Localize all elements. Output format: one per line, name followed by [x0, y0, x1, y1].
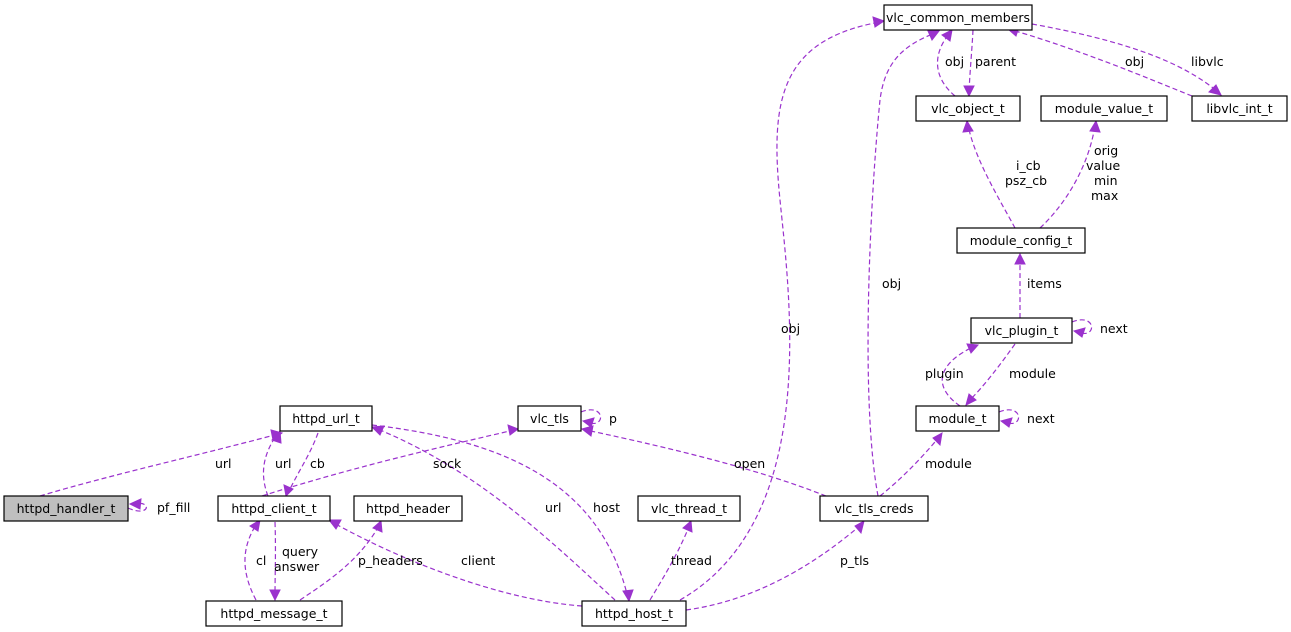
svg-text:libvlc_int_t: libvlc_int_t [1206, 101, 1272, 116]
label-url-host: url [545, 500, 562, 515]
node-vlc-plugin-t[interactable]: vlc_plugin_t [970, 317, 1073, 344]
node-httpd-client-t[interactable]: httpd_client_t [217, 495, 331, 522]
label-next-module: next [1027, 411, 1055, 426]
label-thread: thread [671, 553, 712, 568]
label-obj-host: obj [781, 321, 800, 336]
label-obj-object: obj [945, 54, 964, 69]
label-plugin: plugin [925, 366, 964, 381]
label-client: client [461, 553, 495, 568]
svg-text:httpd_handler_t: httpd_handler_t [17, 501, 116, 516]
label-open: open [734, 456, 765, 471]
edge-config-object [962, 119, 1016, 229]
svg-text:vlc_object_t: vlc_object_t [931, 101, 1005, 116]
label-query: query [282, 544, 319, 559]
node-httpd-host-t[interactable]: httpd_host_t [581, 600, 687, 627]
svg-text:vlc_tls: vlc_tls [530, 411, 569, 426]
node-httpd-url-t[interactable]: httpd_url_t [279, 405, 373, 432]
node-libvlc-int-t[interactable]: libvlc_int_t [1191, 95, 1288, 122]
edge-client-url [262, 429, 282, 497]
svg-text:httpd_url_t: httpd_url_t [292, 411, 360, 426]
label-psz-cb: psz_cb [1005, 173, 1047, 188]
svg-text:httpd_message_t: httpd_message_t [220, 606, 327, 621]
edge-creds-module [879, 432, 943, 497]
svg-text:module_t: module_t [929, 411, 987, 426]
edge-tls-self [580, 409, 602, 428]
node-httpd-header[interactable]: httpd_header [353, 495, 463, 522]
svg-text:vlc_tls_creds: vlc_tls_creds [834, 501, 913, 516]
edge-host-creds [685, 520, 865, 611]
svg-text:module_config_t: module_config_t [970, 233, 1073, 248]
edge-creds-common-obj [867, 30, 941, 497]
edge-object-common-obj [937, 29, 956, 97]
label-libvlc: libvlc [1191, 54, 1224, 69]
svg-text:module_value_t: module_value_t [1055, 101, 1153, 116]
node-module-config-t[interactable]: module_config_t [956, 227, 1086, 254]
edge-common-libvlc [1031, 23, 1222, 96]
label-obj-creds: obj [882, 276, 901, 291]
label-obj-libvlc: obj [1125, 54, 1144, 69]
edge-client-message-query [269, 521, 281, 602]
node-vlc-thread-t[interactable]: vlc_thread_t [637, 495, 741, 522]
node-httpd-handler-t[interactable]: httpd_handler_t [3, 495, 129, 522]
edge-host-client [327, 519, 583, 607]
svg-text:httpd_client_t: httpd_client_t [231, 501, 316, 516]
edge-url-client-cb [283, 432, 319, 498]
edge-creds-tls-open [580, 425, 827, 497]
node-vlc-object-t[interactable]: vlc_object_t [915, 95, 1021, 122]
edge-common-object-parent [963, 29, 975, 98]
label-max: max [1091, 188, 1118, 203]
node-module-value-t[interactable]: module_value_t [1040, 95, 1168, 122]
node-vlc-tls[interactable]: vlc_tls [517, 405, 582, 432]
label-module-plugin: module [1009, 366, 1056, 381]
edge-libvlc-common-obj [1006, 26, 1193, 97]
label-p: p [609, 411, 617, 426]
node-vlc-tls-creds[interactable]: vlc_tls_creds [819, 495, 929, 522]
label-parent: parent [975, 54, 1016, 69]
edge-client-tls-sock [261, 424, 520, 497]
svg-text:vlc_plugin_t: vlc_plugin_t [985, 323, 1059, 338]
label-module-creds: module [925, 456, 972, 471]
edge-plugin-module [965, 343, 1016, 406]
label-p-headers: p_headers [358, 553, 423, 568]
label-next-plugin: next [1100, 321, 1128, 336]
label-host: host [593, 500, 620, 515]
node-module-t[interactable]: module_t [915, 405, 1000, 432]
label-url-handler: url [215, 456, 232, 471]
edge-host-url [370, 425, 616, 601]
label-cl: cl [256, 553, 266, 568]
edge-handler-url [39, 429, 284, 497]
label-value: value [1086, 158, 1120, 173]
edge-handler-pf-fill [127, 498, 147, 512]
edge-module-self [998, 409, 1020, 428]
label-i-cb: i_cb [1016, 158, 1041, 173]
label-pf-fill: pf_fill [157, 500, 190, 515]
edge-host-common-obj [679, 16, 886, 601]
label-items: items [1027, 276, 1062, 291]
label-answer: answer [274, 559, 320, 574]
svg-text:httpd_header: httpd_header [366, 501, 451, 516]
edge-module-plugin [941, 343, 980, 407]
edge-plugin-self [1071, 319, 1093, 338]
edge-message-client-cl [244, 519, 261, 601]
node-vlc-common-members[interactable]: vlc_common_members [883, 4, 1033, 31]
label-sock: sock [433, 456, 462, 471]
node-httpd-message-t[interactable]: httpd_message_t [205, 600, 343, 627]
label-orig: orig [1094, 143, 1118, 158]
svg-text:vlc_thread_t: vlc_thread_t [651, 501, 727, 516]
edge-host-thread [649, 519, 693, 601]
svg-text:vlc_common_members: vlc_common_members [886, 10, 1030, 25]
edge-message-header [299, 519, 383, 601]
edge-plugin-config [1014, 252, 1026, 318]
edge-url-host [371, 424, 634, 603]
label-url-client: url [275, 456, 292, 471]
label-cb: cb [310, 456, 325, 471]
label-p-tls: p_tls [840, 553, 869, 568]
edge-config-value [1039, 119, 1101, 229]
label-min: min [1094, 173, 1118, 188]
svg-text:httpd_host_t: httpd_host_t [595, 606, 673, 621]
